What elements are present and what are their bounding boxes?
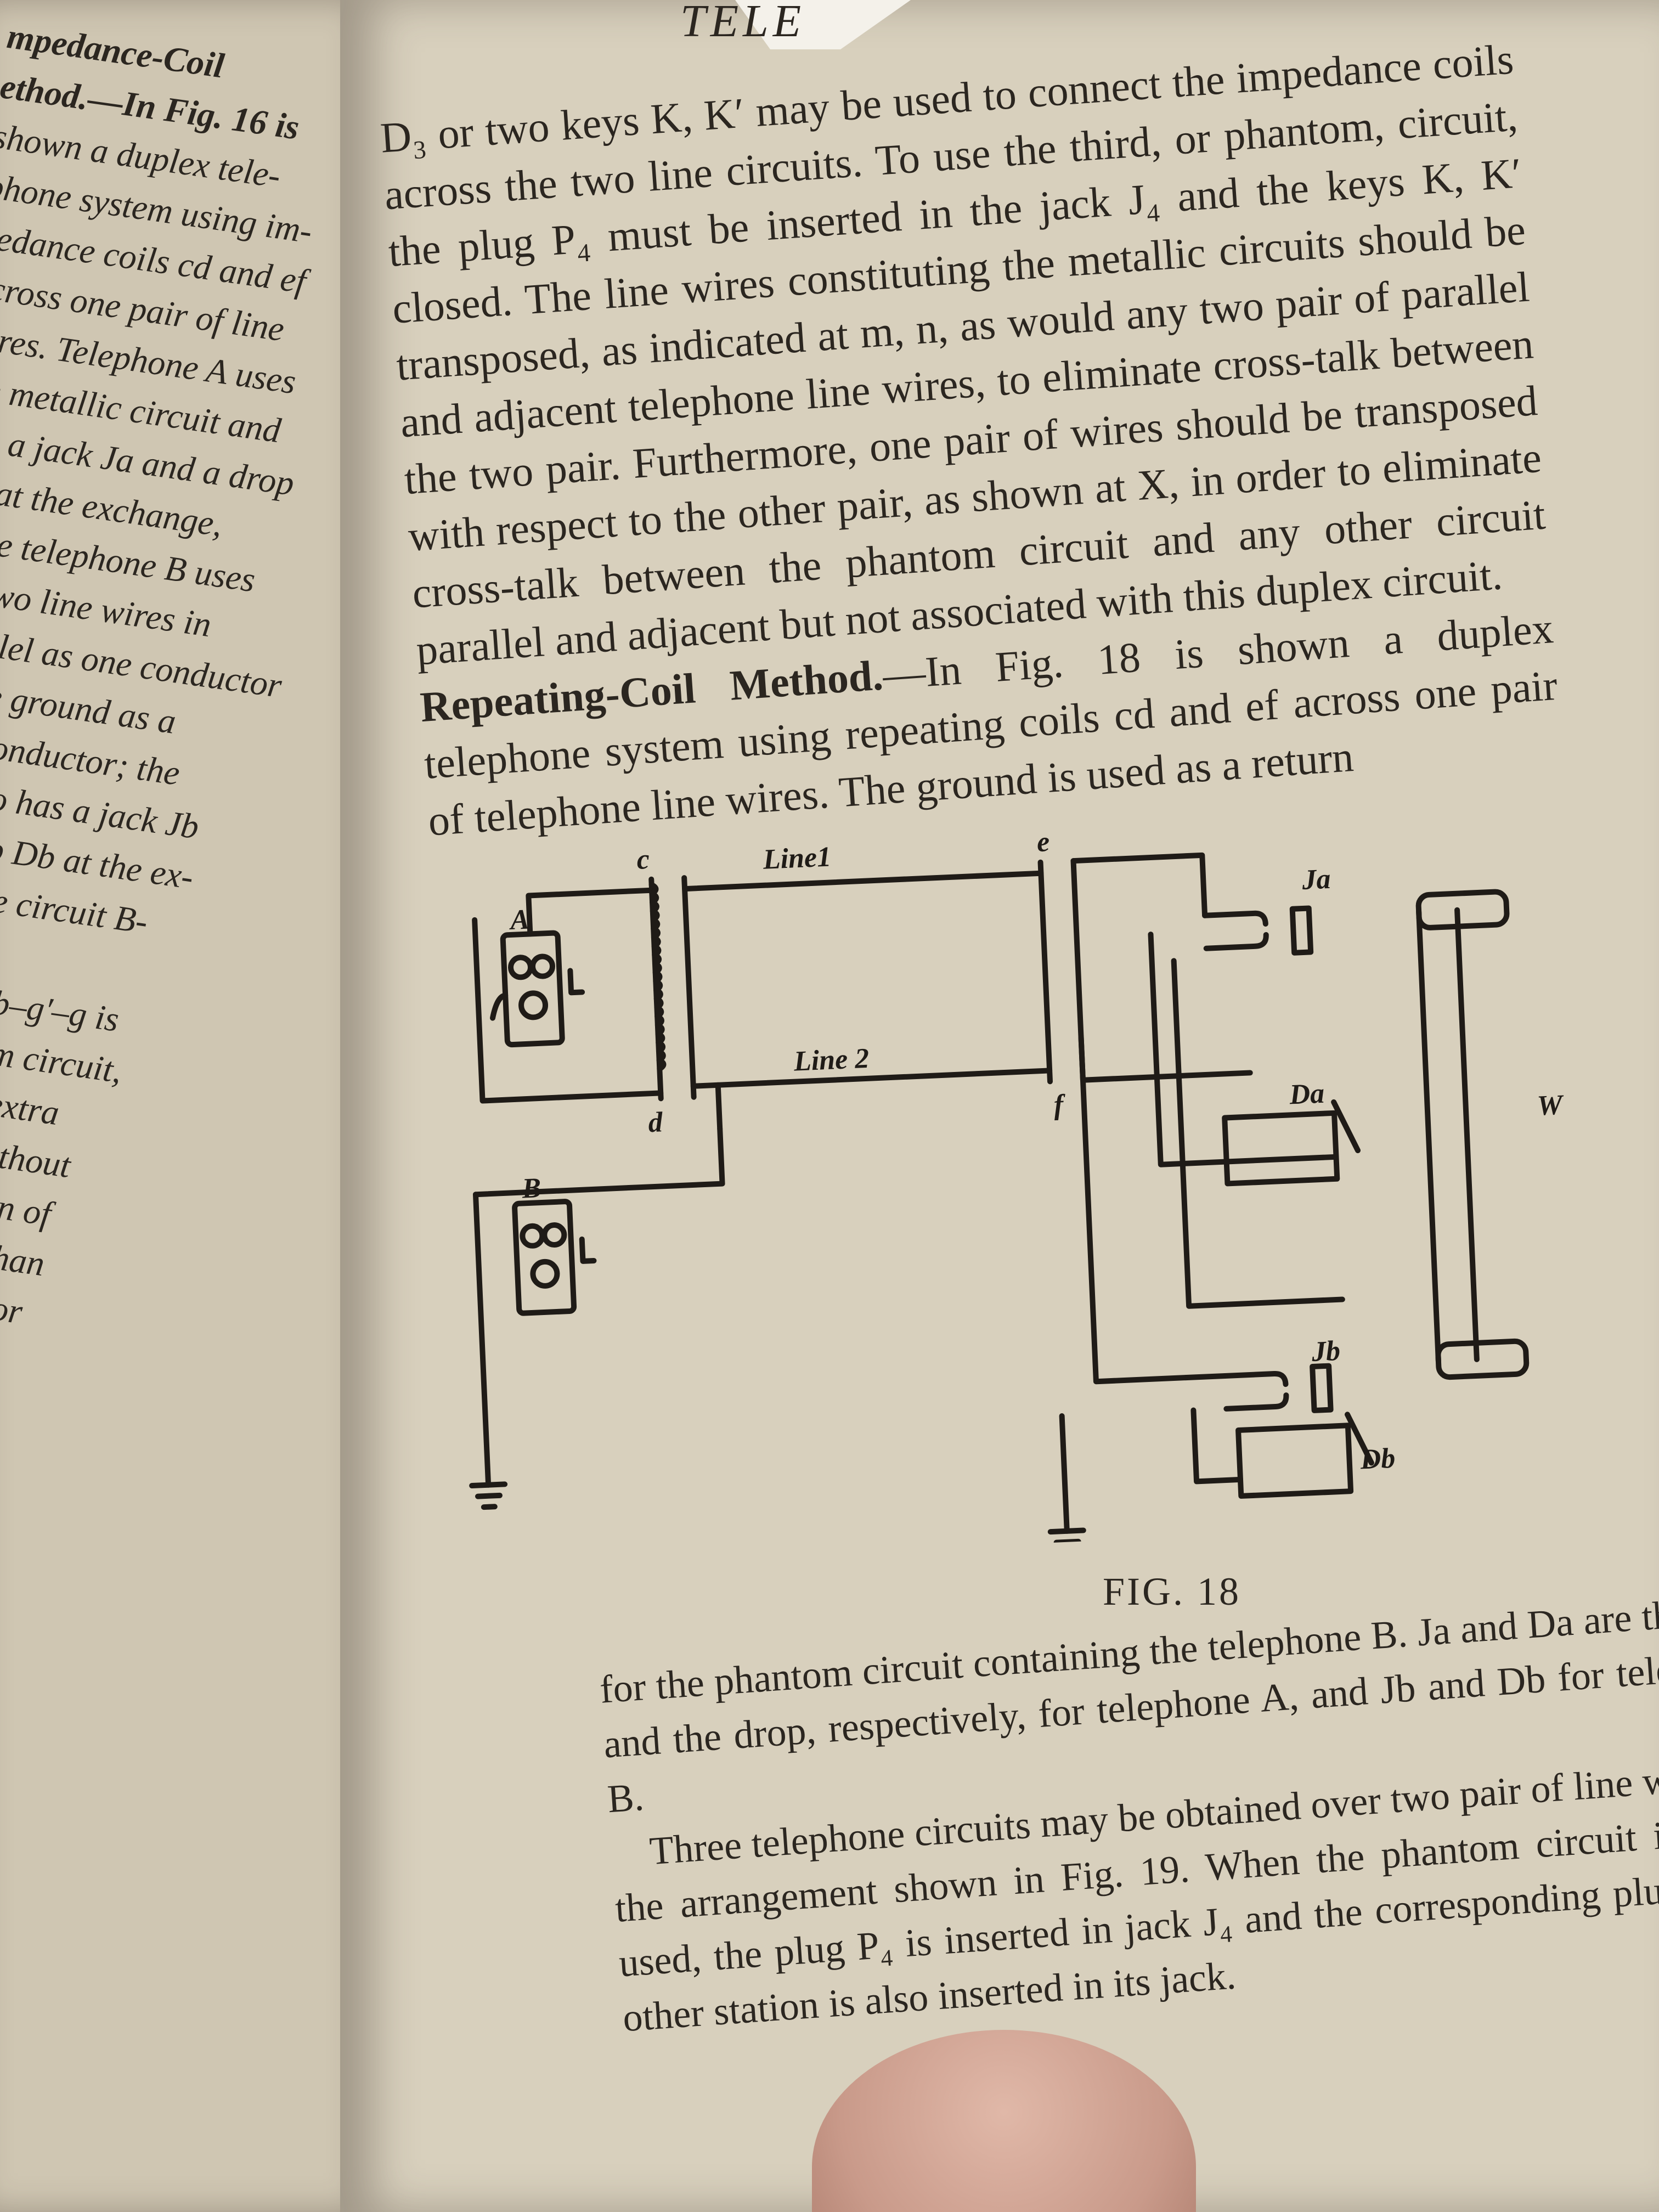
label-d: d (647, 1107, 663, 1138)
telephone-a-hook (567, 968, 585, 996)
coil-ef-primary (1037, 859, 1053, 1085)
drop-db (1235, 1423, 1354, 1499)
cord-w (1454, 907, 1480, 1362)
cord-w (1416, 909, 1441, 1364)
ground-symbol-right (1047, 1527, 1086, 1545)
figure-18-diagram: Line1 Line 2 c d e f A B Ja Jb Da Db W (433, 804, 1643, 1568)
drop-da-shutter (1331, 1099, 1361, 1154)
label-da: Da (1288, 1078, 1325, 1111)
label-line2: Line 2 (793, 1043, 870, 1077)
jack-ja-sleeve (1289, 905, 1314, 956)
coil-cd-secondary (681, 875, 697, 1100)
label-w: W (1537, 1090, 1565, 1122)
telephone-b-hook (579, 1236, 597, 1264)
wire (1059, 1413, 1070, 1534)
lower-body-text: for the phantom circuit containing the t… (598, 1581, 1659, 2045)
plug-lower (1435, 1338, 1530, 1380)
wire (472, 1126, 725, 1198)
drop-db-shutter (1345, 1412, 1374, 1466)
drop-da (1222, 1110, 1340, 1187)
label-c: c (636, 844, 650, 876)
jack-jb-spring (1223, 1392, 1289, 1412)
right-page: TELE D₃ or two keys K, K′ may be used to… (340, 0, 1659, 2212)
jack-ja-spring (1203, 932, 1269, 951)
line1-wire (682, 870, 1044, 892)
telephone-a-bell (529, 953, 555, 979)
jack-jb-sleeve (1310, 1363, 1334, 1413)
line2-wire (690, 1068, 1053, 1089)
telephone-a-receiver (489, 992, 509, 1021)
label-e: e (1036, 826, 1051, 858)
body-text: D₃ or two keys K, K′ may be used to conn… (379, 31, 1563, 850)
figure-caption: FIG. 18 (1103, 1570, 1242, 1613)
wire (1080, 1070, 1253, 1083)
circuit-diagram: Line1 Line 2 c d e f A B Ja Jb Da Db W (469, 826, 1565, 1545)
wire (1190, 1407, 1243, 1485)
wire (1171, 958, 1345, 1309)
wire (1070, 852, 1208, 918)
telephone-a-bell (508, 955, 534, 980)
wire (715, 1082, 723, 1132)
telephone-a-dial (518, 990, 549, 1020)
wire (1148, 932, 1339, 1167)
wire (1078, 1033, 1228, 1385)
label-f: f (1053, 1089, 1066, 1121)
running-head: TELE (680, 0, 806, 47)
telephone-a-box (500, 930, 565, 1048)
telephone-b-box (512, 1199, 577, 1316)
coil-cd-winding (648, 882, 667, 1072)
thumb (812, 2030, 1196, 2212)
plug-upper (1415, 889, 1510, 930)
body-paragraph-1: D₃ or two keys K, K′ may be used to conn… (379, 35, 1547, 674)
label-line1: Line1 (762, 841, 832, 875)
telephone-b-bell (520, 1223, 545, 1249)
wire (526, 887, 655, 937)
label-db: Db (1359, 1443, 1396, 1476)
wire (472, 1192, 492, 1488)
label-b: B (521, 1172, 541, 1205)
wire (472, 917, 664, 1104)
ground-symbol-left (469, 1481, 508, 1510)
jack-ja-spring (1202, 910, 1268, 927)
label-jb: Jb (1311, 1335, 1341, 1368)
telephone-b-dial (530, 1259, 560, 1289)
telephone-b-bell (541, 1222, 567, 1248)
label-ja: Ja (1301, 864, 1331, 896)
jack-jb-spring (1222, 1371, 1289, 1387)
label-a: A (508, 904, 530, 936)
